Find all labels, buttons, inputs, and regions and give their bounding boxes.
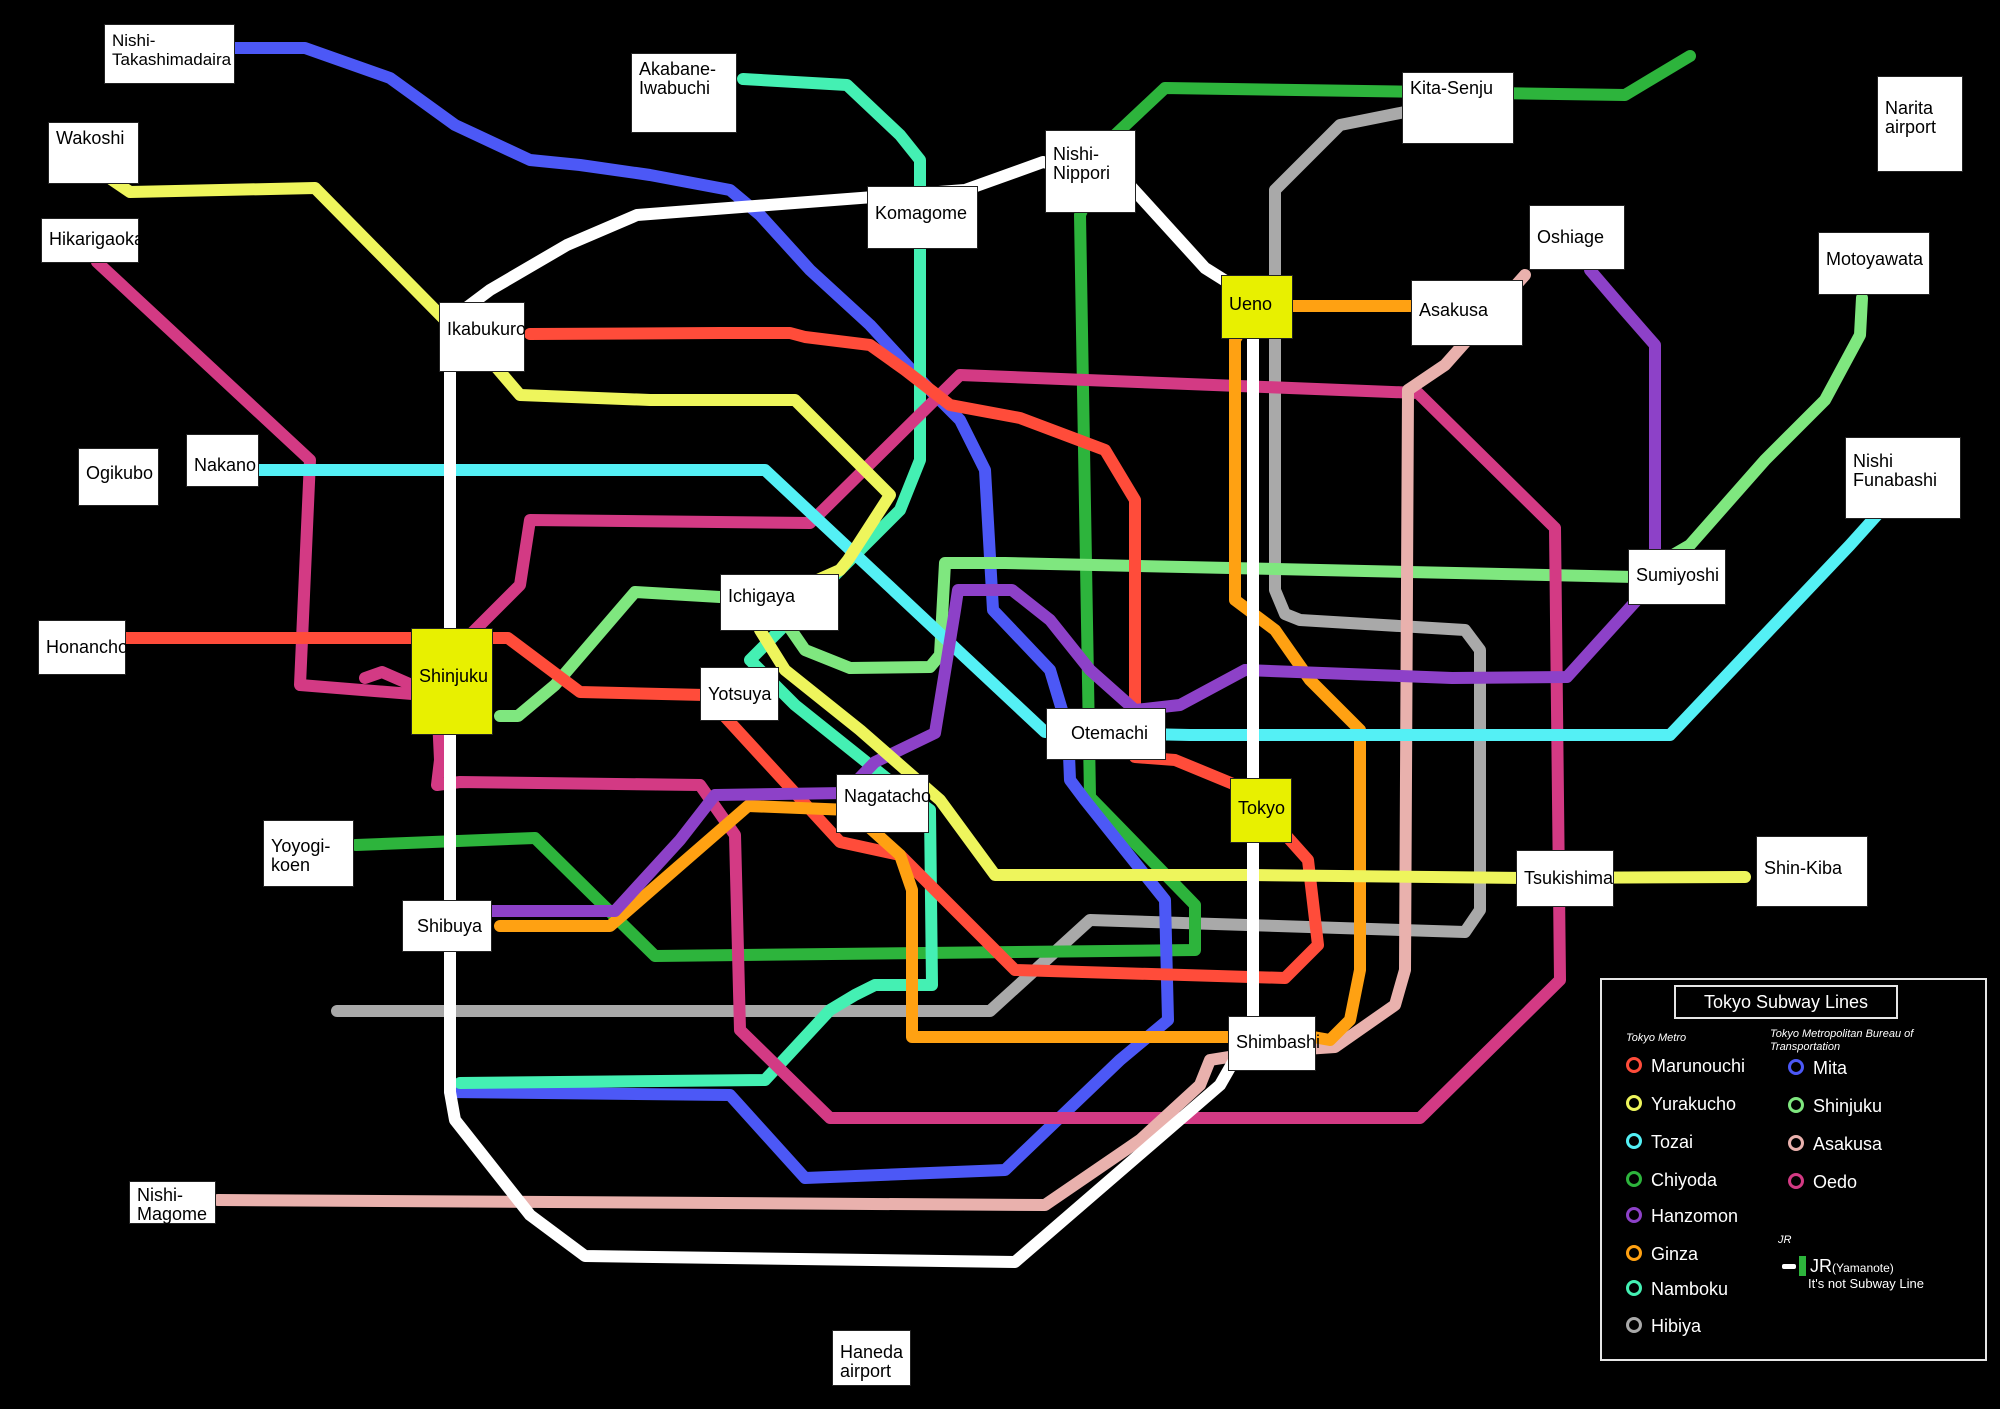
shinjuku-line xyxy=(494,292,1868,722)
station-ueno[interactable]: Ueno xyxy=(1221,275,1293,339)
legend-item-asakusa: Asakusa xyxy=(1788,1134,1882,1154)
chiyoda-ring-icon xyxy=(1626,1171,1642,1187)
mita-ring-icon xyxy=(1788,1059,1804,1075)
legend-label: Yurakucho xyxy=(1651,1094,1737,1114)
legend-label: Asakusa xyxy=(1813,1134,1883,1154)
legend-label: Shinjuku xyxy=(1813,1096,1883,1116)
station-tsukishima[interactable]: Tsukishima xyxy=(1516,850,1614,907)
station-sumiyoshi[interactable]: Sumiyoshi xyxy=(1628,549,1726,605)
legend-item-jr: JR(Yamanote) xyxy=(1810,1256,1894,1278)
legend-label: Marunouchi xyxy=(1651,1056,1746,1076)
namboku-ring-icon xyxy=(1626,1280,1642,1296)
station-shin-kiba[interactable]: Shin-Kiba xyxy=(1756,836,1868,907)
legend-label: Hanzomon xyxy=(1651,1206,1739,1226)
legend-item-mita: Mita xyxy=(1788,1058,1847,1078)
station-shibuya[interactable]: Shibuya xyxy=(402,900,492,952)
namboku-line xyxy=(454,73,938,1089)
station-narita-airport[interactable]: Narita airport xyxy=(1877,76,1963,172)
legend: Tokyo Subway Lines Tokyo Metro Tokyo Met… xyxy=(1600,978,1987,1361)
jr-green-swatch-icon xyxy=(1799,1256,1806,1276)
legend-jr-heading: JR xyxy=(1778,1234,1792,1246)
station-shimbashi[interactable]: Shimbashi xyxy=(1228,1016,1320,1071)
legend-label: Chiyoda xyxy=(1651,1170,1718,1190)
station-komagome[interactable]: Komagome xyxy=(867,186,978,249)
station-kita-senju[interactable]: Kita-Senju xyxy=(1402,72,1514,144)
legend-item-oedo: Oedo xyxy=(1788,1172,1857,1192)
chiyoda-line xyxy=(350,50,1696,962)
legend-label: Tozai xyxy=(1651,1132,1694,1152)
legend-item-tozai: Tozai xyxy=(1626,1132,1693,1152)
legend-toei-heading: Tokyo Metropolitan Bureau of Transportat… xyxy=(1770,1028,1914,1053)
ginza-ring-icon xyxy=(1626,1245,1642,1261)
legend-item-hanzomon: Hanzomon xyxy=(1626,1206,1738,1226)
legend-jr-note: It's not Subway Line xyxy=(1808,1276,1924,1291)
legend-metro-heading: Tokyo Metro xyxy=(1626,1032,1687,1044)
legend-jr-sub: (Yamanote) xyxy=(1832,1261,1894,1275)
station-tokyo[interactable]: Tokyo xyxy=(1230,778,1292,843)
legend-label: Ginza xyxy=(1651,1244,1699,1264)
station-asakusa[interactable]: Asakusa xyxy=(1411,280,1523,346)
legend-label: Hibiya xyxy=(1651,1316,1702,1336)
hanzomon-line xyxy=(486,264,1661,917)
station-hikarigaoka[interactable]: Hikarigaoka xyxy=(41,218,144,263)
station-nishi-magome[interactable]: Nishi- Magome xyxy=(129,1181,216,1224)
legend-label: Oedo xyxy=(1813,1172,1858,1192)
legend-item-namboku: Namboku xyxy=(1626,1279,1728,1299)
legend-label: Mita xyxy=(1813,1058,1848,1078)
station-ikabukuro[interactable]: Ikabukuro xyxy=(439,302,526,372)
hibiya-ring-icon xyxy=(1626,1317,1642,1333)
legend-label: Namboku xyxy=(1651,1279,1729,1299)
asakusa-ring-icon xyxy=(1788,1135,1804,1151)
legend-item-chiyoda: Chiyoda xyxy=(1626,1170,1717,1190)
tozai-line xyxy=(249,464,1883,741)
yurakucho-ring-icon xyxy=(1626,1095,1642,1111)
station-akabane-iwabuchi[interactable]: Akabane- Iwabuchi xyxy=(631,53,737,133)
station-yotsuya[interactable]: Yotsuya xyxy=(700,667,779,721)
station-nagatacho[interactable]: Nagatacho xyxy=(836,774,931,833)
station-honancho[interactable]: Honancho xyxy=(38,620,128,675)
station-otemachi[interactable]: Otemachi xyxy=(1046,708,1166,760)
station-wakoshi[interactable]: Wakoshi xyxy=(48,122,139,184)
station-nishi-funabashi[interactable]: Nishi Funabashi xyxy=(1845,437,1961,519)
hanzomon-ring-icon xyxy=(1626,1207,1642,1223)
tozai-ring-icon xyxy=(1626,1133,1642,1149)
station-oshiage[interactable]: Oshiage xyxy=(1529,205,1625,270)
shinjuku-ring-icon xyxy=(1788,1097,1804,1113)
station-shinjuku[interactable]: Shinjuku xyxy=(411,628,493,735)
station-ichigaya[interactable]: Ichigaya xyxy=(720,574,839,631)
legend-item-yurakucho: Yurakucho xyxy=(1626,1094,1736,1114)
station-nakano[interactable]: Nakano xyxy=(186,434,259,487)
jr-white-swatch-icon xyxy=(1782,1264,1796,1269)
legend-item-shinjuku: Shinjuku xyxy=(1788,1096,1882,1116)
station-motoyawata[interactable]: Motoyawata xyxy=(1818,232,1930,295)
legend-item-ginza: Ginza xyxy=(1626,1244,1698,1264)
oedo-ring-icon xyxy=(1788,1173,1804,1189)
station-nishi-nippori[interactable]: Nishi- Nippori xyxy=(1045,130,1136,213)
legend-jr-label: JR xyxy=(1810,1256,1832,1276)
legend-item-marunouchi: Marunouchi xyxy=(1626,1056,1745,1076)
legend-item-hibiya: Hibiya xyxy=(1626,1316,1701,1336)
marunouchi-line xyxy=(119,327,1324,984)
hibiya-line xyxy=(331,106,1486,1017)
station-nishi-takashimadaira[interactable]: Nishi- Takashimadaira xyxy=(104,24,235,84)
station-haneda-airport[interactable]: Haneda airport xyxy=(832,1330,911,1386)
legend-title: Tokyo Subway Lines xyxy=(1674,985,1898,1019)
mita-line xyxy=(228,42,1174,1184)
station-ogikubo[interactable]: Ogikubo xyxy=(78,448,159,506)
oedo-line xyxy=(91,256,1566,1124)
marunouchi-ring-icon xyxy=(1626,1057,1642,1073)
station-yoyogi-koen[interactable]: Yoyogi- koen xyxy=(263,820,354,887)
